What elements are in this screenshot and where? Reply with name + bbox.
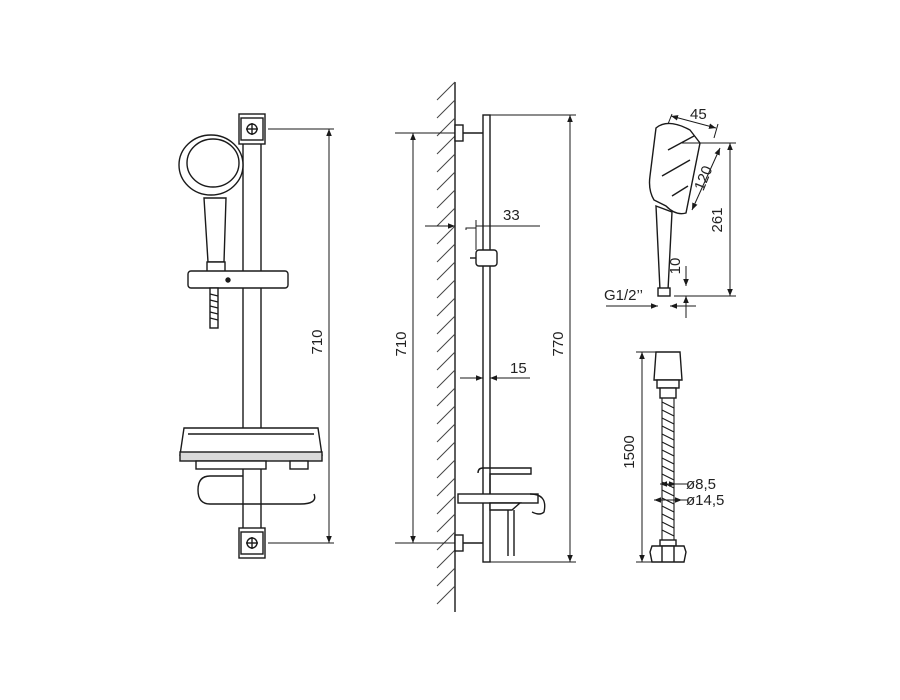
hose-bottom-fitting bbox=[649, 539, 687, 563]
handshower-grip bbox=[655, 204, 673, 297]
front-shower-head bbox=[178, 134, 244, 196]
front-view bbox=[178, 113, 334, 559]
front-top-bracket bbox=[238, 113, 266, 145]
side-bottom-bracket bbox=[454, 534, 483, 552]
hose-dimensions bbox=[636, 351, 688, 563]
side-soap-tray bbox=[457, 467, 546, 556]
thread-length-label: 10 bbox=[667, 258, 684, 275]
side-top-bracket bbox=[454, 124, 483, 142]
front-bottom-bracket bbox=[238, 527, 266, 559]
hose-top-fitting bbox=[653, 351, 683, 399]
front-handle bbox=[203, 197, 227, 273]
hose-length-label: 1500 bbox=[621, 435, 638, 468]
front-rail bbox=[242, 137, 262, 539]
side-slider bbox=[470, 249, 498, 267]
front-hose-stub bbox=[209, 287, 219, 329]
side-dimensions bbox=[395, 114, 576, 563]
wall-hatching bbox=[436, 81, 456, 605]
head-width-label: 45 bbox=[690, 106, 707, 123]
handshower-length-label: 261 bbox=[709, 207, 726, 232]
side-height-inner-label: 710 bbox=[393, 331, 410, 356]
handshower-head bbox=[648, 122, 701, 215]
thread-label: G1/2’’ bbox=[604, 287, 643, 304]
side-view bbox=[395, 81, 576, 612]
side-height-outer-label: 770 bbox=[550, 331, 567, 356]
front-slider bbox=[187, 270, 289, 289]
side-rail bbox=[482, 114, 491, 563]
front-soap-tray bbox=[179, 427, 323, 470]
hose-outer-diameter-label: ø14,5 bbox=[686, 492, 724, 509]
hose-inner-diameter-label: ø8,5 bbox=[686, 476, 716, 493]
wall-offset-bar-label: 15 bbox=[510, 360, 527, 377]
front-height-label: 710 bbox=[309, 329, 326, 354]
handshower-detail bbox=[606, 113, 736, 318]
front-dimension bbox=[268, 128, 334, 544]
front-towel-hook bbox=[197, 475, 316, 505]
hose-detail bbox=[636, 351, 688, 563]
wall-offset-top-label: 33 bbox=[503, 207, 520, 224]
handshower-dimensions bbox=[606, 113, 736, 318]
hose-body bbox=[661, 398, 675, 540]
